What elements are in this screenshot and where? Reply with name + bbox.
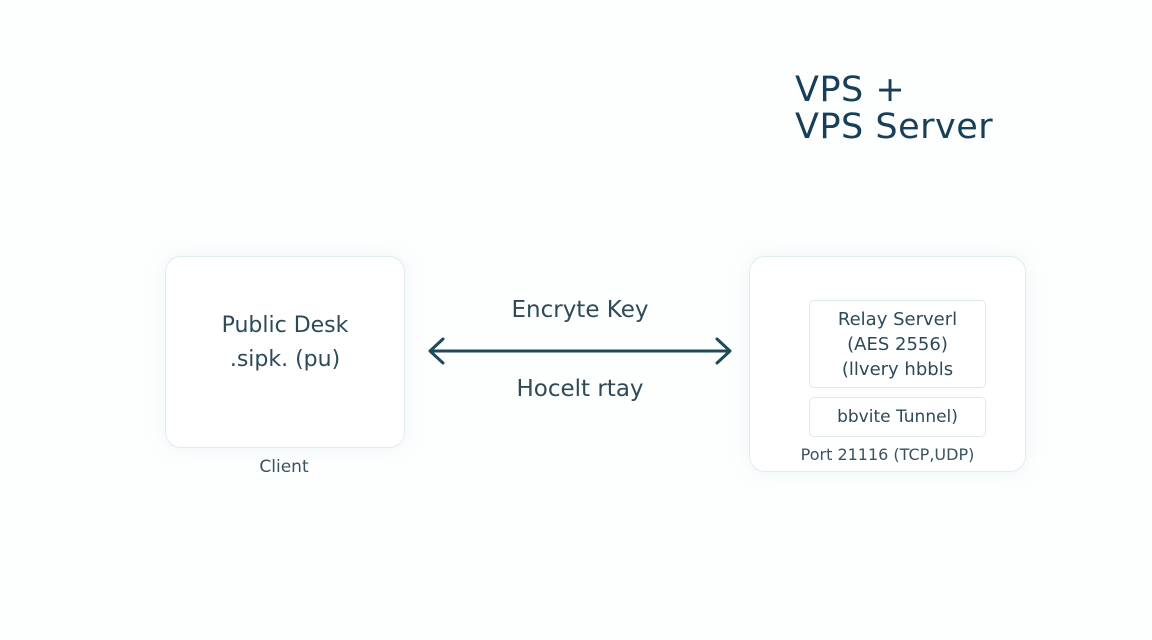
arrow-head-right bbox=[715, 337, 732, 365]
arrow-head-left bbox=[428, 337, 445, 365]
title-line-1: VPS + bbox=[795, 70, 906, 110]
server-box: Relay Serverl (AES 2556) (llvery hbbls b… bbox=[749, 256, 1026, 472]
client-label-line-2: .sipk. (pu) bbox=[229, 347, 341, 372]
relay-label-line-1: Relay Serverl bbox=[837, 309, 958, 330]
double-headed-arrow-icon bbox=[428, 337, 732, 365]
port-caption: Port 21116 (TCP,UDP) bbox=[800, 445, 975, 464]
client-caption: Client bbox=[259, 457, 309, 477]
title-line-2: VPS Server bbox=[795, 107, 994, 147]
relay-label-line-2: (AES 2556) bbox=[847, 334, 948, 355]
client-label-line-1: Public Desk bbox=[221, 313, 349, 338]
tunnel-label: bbvite Tunnel) bbox=[837, 407, 958, 427]
tunnel-box: bbvite Tunnel) bbox=[809, 397, 986, 437]
connection-label-bottom: Hocelt rtay bbox=[516, 376, 644, 402]
relay-server-box: Relay Serverl (AES 2556) (llvery hbbls bbox=[809, 300, 986, 388]
client-box: Public Desk .sipk. (pu) bbox=[165, 256, 405, 448]
diagram-title: VPS + VPS Server bbox=[795, 72, 993, 146]
relay-label-line-3: (llvery hbbls bbox=[841, 359, 954, 380]
connection-label-top: Encryte Key bbox=[511, 297, 649, 323]
